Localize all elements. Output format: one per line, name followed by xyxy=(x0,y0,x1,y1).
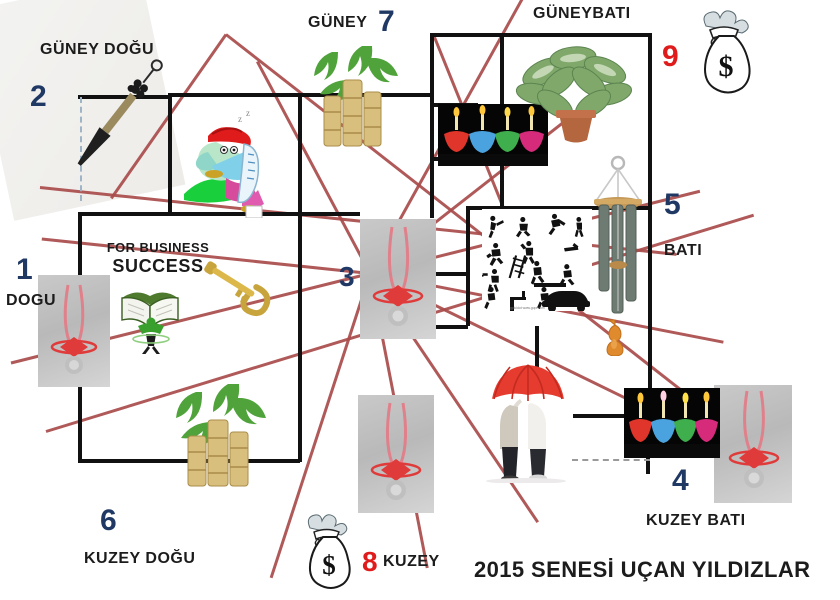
page-title: 2015 SENESİ UÇAN YILDIZLAR xyxy=(474,557,811,582)
grid-line xyxy=(430,188,434,218)
colorful-candles-photo xyxy=(624,388,720,458)
svg-text:$: $ xyxy=(322,550,336,580)
grid-line xyxy=(573,414,649,418)
sector-number-south: 7 xyxy=(378,5,395,38)
grid-line xyxy=(646,452,650,474)
grid-line xyxy=(430,325,468,329)
grid-line xyxy=(466,206,502,210)
money-bag-icon: $ xyxy=(688,8,760,96)
grid-line xyxy=(298,212,360,216)
sector-number-west: 5 xyxy=(664,188,681,221)
colorful-candles-photo xyxy=(438,104,548,166)
business-success-line2: SUCCESS xyxy=(112,256,204,276)
lucky-bamboo-icon xyxy=(302,40,406,150)
chinese-knot-amulet-icon xyxy=(728,390,780,488)
sector-label-northeast: KUZEY DOĞU xyxy=(84,550,196,567)
grid-line xyxy=(430,33,434,188)
sector-number-east: 1 xyxy=(16,253,33,286)
grid-line xyxy=(298,212,302,462)
grid-line xyxy=(430,272,468,276)
chinese-knot-amulet-photo xyxy=(38,275,110,387)
sector-label-south: GÜNEY xyxy=(308,14,368,31)
sector-number-southwest: 9 xyxy=(662,40,679,73)
wu-lou-gourd-icon xyxy=(598,318,626,357)
chinese-knot-amulet-icon xyxy=(50,284,98,374)
chinese-knot-amulet-icon xyxy=(372,226,424,326)
grid-line xyxy=(78,212,170,216)
green-plant-icon xyxy=(515,38,635,146)
chinese-knot-amulet-icon xyxy=(370,402,422,500)
sector-number-northeast: 6 xyxy=(100,504,117,537)
couple-red-umbrella-icon xyxy=(480,355,576,484)
svg-text:gpicidot www.gopr.com: gpicidot www.gopr.com xyxy=(510,306,545,310)
money-bag-icon: $ xyxy=(296,512,360,592)
sector-label-northwest: KUZEY BATI xyxy=(646,512,746,529)
sector-number-center: 3 xyxy=(339,261,355,292)
golden-key-icon xyxy=(196,255,286,319)
grid-line-dashed xyxy=(80,97,82,201)
grid-line xyxy=(535,326,539,378)
book-figure-icon xyxy=(118,282,184,356)
chinese-knot-amulet-photo xyxy=(360,219,436,339)
sector-label-east: DOGU xyxy=(6,292,56,309)
grid-line xyxy=(500,33,650,37)
grid-line xyxy=(500,206,648,210)
svg-text:$: $ xyxy=(719,50,734,83)
colorful-candles-icon xyxy=(438,104,548,166)
sector-label-southwest: GÜNEYBATI xyxy=(533,5,631,22)
metal-wind-chime-icon xyxy=(582,155,654,335)
sector-label-west: BATI xyxy=(664,242,703,259)
svg-text:z: z xyxy=(246,108,250,118)
chinese-knot-amulet-photo xyxy=(714,385,792,503)
grid-line xyxy=(298,93,302,215)
sector-label-southeast: GÜNEY DOĞU xyxy=(40,41,155,58)
grid-line xyxy=(78,95,170,99)
sector-number-northwest: 4 xyxy=(672,464,689,497)
business-success-text: FOR BUSINESS SUCCESS xyxy=(98,240,218,277)
sector-number-southeast: 2 xyxy=(30,80,47,113)
grid-line xyxy=(466,206,470,326)
grid-line xyxy=(168,93,172,215)
svg-text:z: z xyxy=(238,114,242,124)
grid-line xyxy=(168,212,300,216)
accident-pictograms-icon: gpicidot www.gopr.com xyxy=(477,209,592,313)
lucky-bamboo-icon xyxy=(162,378,276,488)
sector-number-north: 8 xyxy=(362,546,378,577)
grid-line xyxy=(168,93,300,97)
grid-line-dashed xyxy=(572,459,650,461)
grid-line xyxy=(430,33,502,37)
business-success-line1: FOR BUSINESS xyxy=(106,240,210,255)
colorful-candles-icon xyxy=(624,388,720,458)
chinese-knot-amulet-photo xyxy=(358,395,434,513)
sector-label-north: KUZEY xyxy=(383,553,440,570)
coin-sword-icon xyxy=(58,40,178,190)
grid-line xyxy=(648,33,652,408)
